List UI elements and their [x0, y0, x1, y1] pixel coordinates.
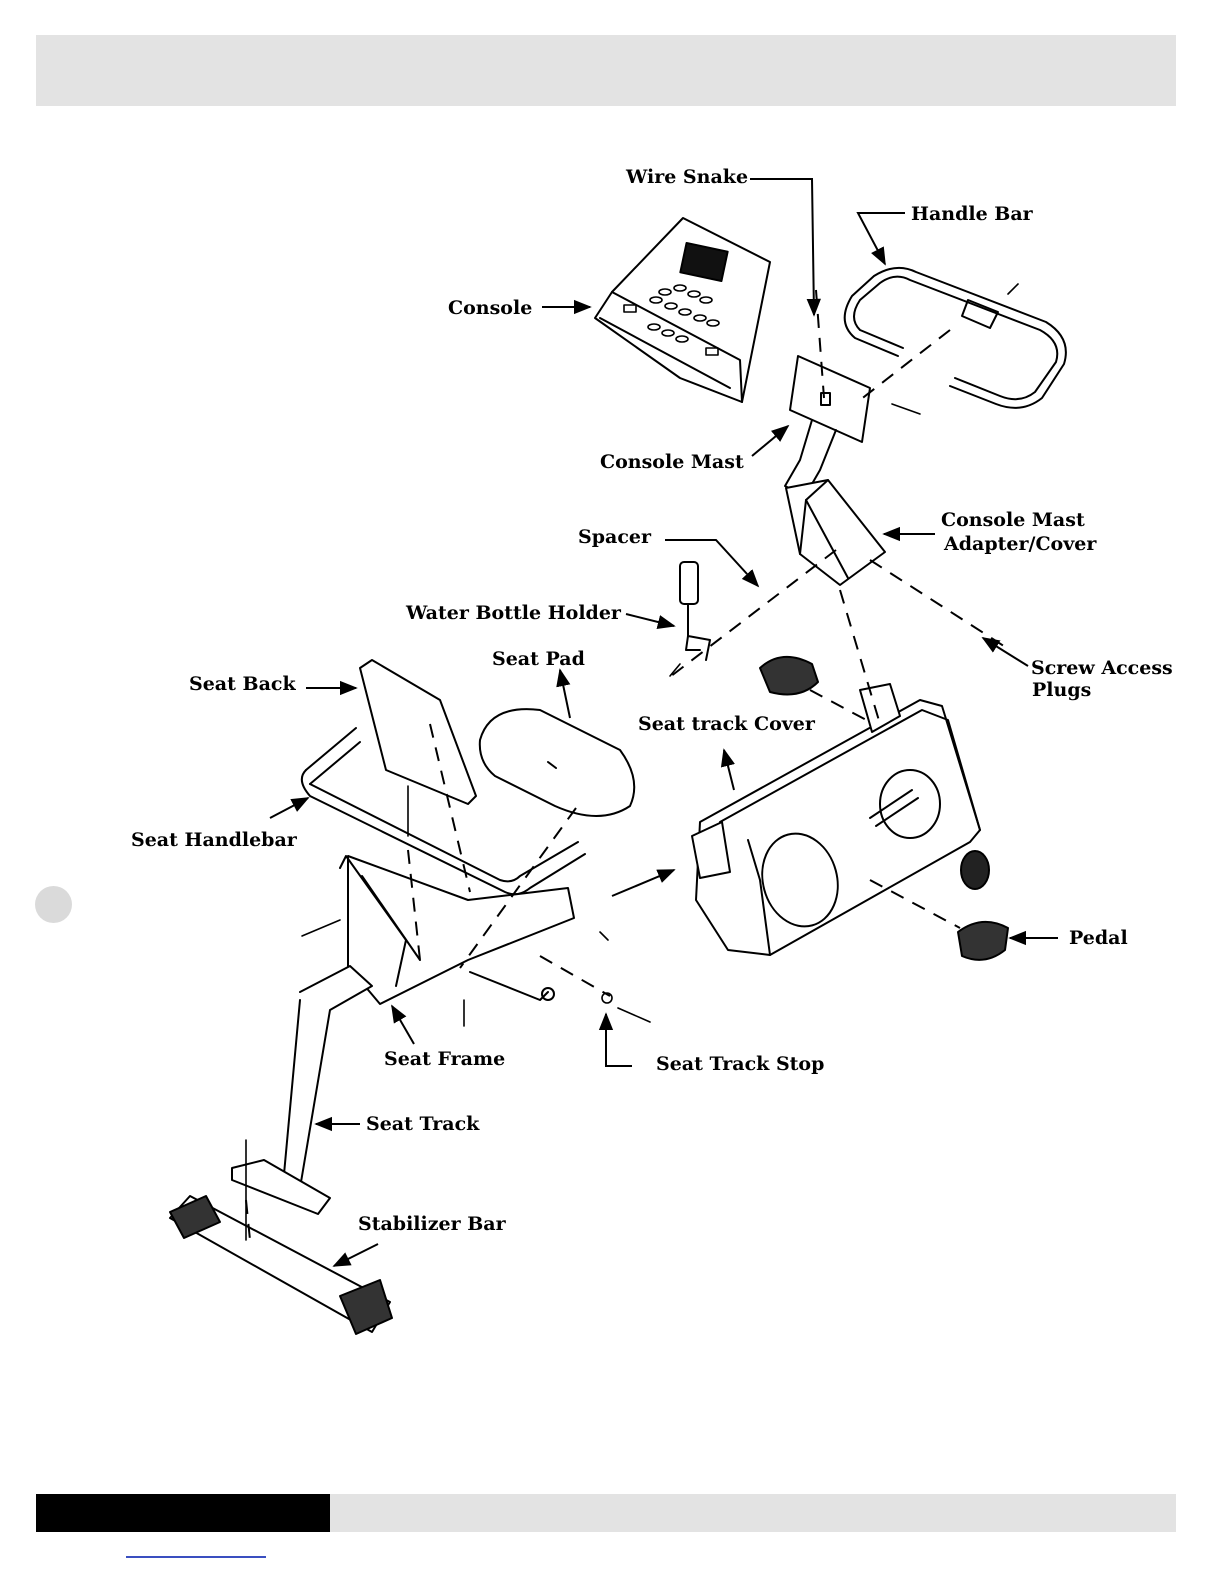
- handle-bar-part: [845, 268, 1066, 408]
- label-seat-frame: Seat Frame: [384, 1048, 505, 1070]
- footer-black-block: [36, 1494, 330, 1532]
- label-seat-track-cover: Seat track Cover: [638, 713, 815, 735]
- label-console-mast-adapter-line1: Console Mast: [941, 509, 1085, 531]
- label-seat-track: Seat Track: [366, 1113, 479, 1135]
- seat-back-part: [360, 660, 476, 804]
- seat-frame-part: [340, 856, 574, 1004]
- label-pedal: Pedal: [1069, 927, 1128, 949]
- label-screw-access-plugs-line2: Plugs: [1032, 679, 1091, 701]
- label-stabilizer-bar: Stabilizer Bar: [358, 1213, 506, 1235]
- seat-pad-part: [480, 709, 634, 816]
- footer-link-underline[interactable]: [126, 1556, 266, 1558]
- label-console-mast: Console Mast: [600, 451, 744, 473]
- label-screw-access-plugs-line1: Screw Access: [1031, 657, 1173, 679]
- label-console: Console: [448, 297, 532, 319]
- console-mast-adapter-cover-part: [786, 480, 885, 585]
- console-mast-part: [785, 356, 870, 496]
- label-handle-bar: Handle Bar: [911, 203, 1033, 225]
- label-spacer: Spacer: [578, 526, 651, 548]
- water-bottle-holder-part: [680, 562, 710, 660]
- label-water-bottle-holder: Water Bottle Holder: [406, 602, 621, 624]
- label-seat-pad: Seat Pad: [492, 648, 585, 670]
- label-seat-track-stop: Seat Track Stop: [656, 1053, 824, 1075]
- label-seat-back: Seat Back: [189, 673, 296, 695]
- console-part: [595, 218, 770, 402]
- label-console-mast-adapter-line2: Adapter/Cover: [944, 533, 1096, 555]
- label-seat-handlebar: Seat Handlebar: [131, 829, 297, 851]
- seat-track-part: [232, 966, 372, 1214]
- label-wire-snake: Wire Snake: [626, 166, 748, 188]
